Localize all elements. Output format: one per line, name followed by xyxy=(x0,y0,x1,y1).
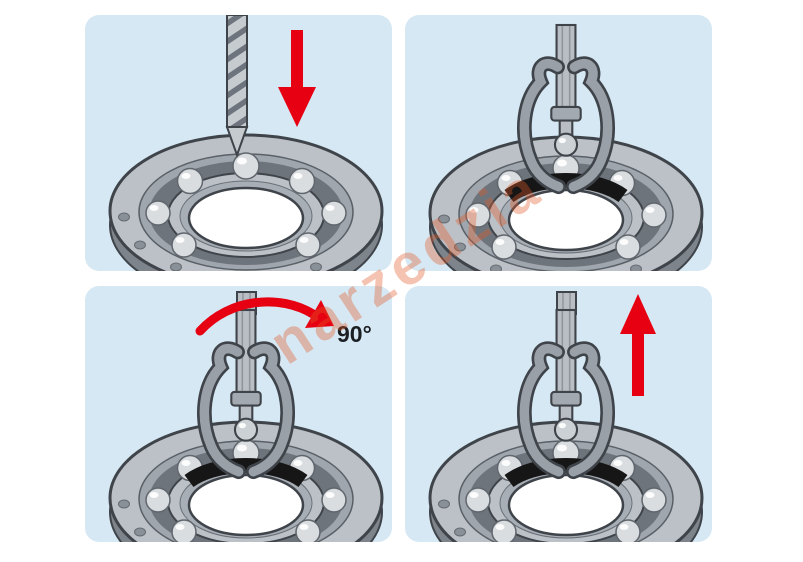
step-4-illustration xyxy=(428,291,704,542)
groove-slot xyxy=(504,457,628,488)
drill-bit-icon xyxy=(225,15,249,158)
step-3-illustration: 90° xyxy=(108,291,384,542)
arrow-up-icon xyxy=(620,294,656,396)
groove-slot xyxy=(504,172,628,203)
panel-step-1 xyxy=(85,15,392,271)
rotation-angle-label: 90° xyxy=(337,321,372,347)
bearing-illustration xyxy=(108,133,384,271)
bearing-illustration xyxy=(428,135,704,271)
step-1-illustration xyxy=(108,15,384,271)
panel-step-3: 90° xyxy=(85,286,392,542)
arrow-rotate-icon xyxy=(195,297,334,336)
panel-step-4 xyxy=(405,286,712,542)
arrow-down-icon xyxy=(278,30,316,127)
step-2-illustration xyxy=(428,15,704,271)
panel-step-2 xyxy=(405,15,712,271)
groove-slot xyxy=(184,457,308,488)
